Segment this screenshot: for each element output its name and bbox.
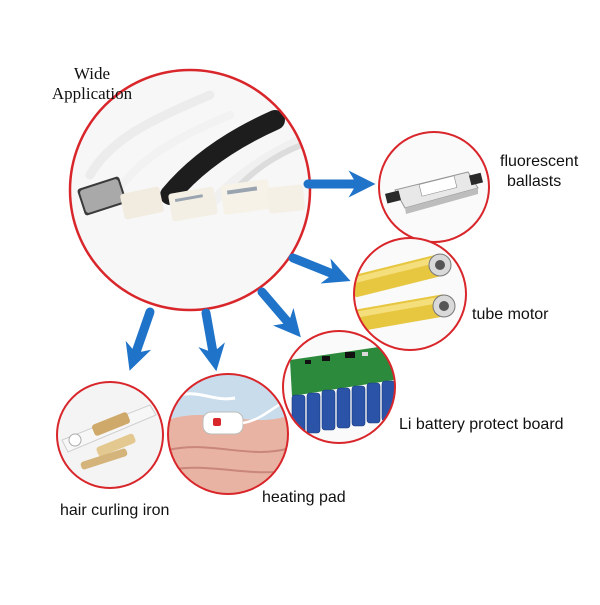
label-fluorescent-line-1: fluorescent [500,153,579,170]
arrow-to-motor [288,253,351,284]
tube-motor-circle [353,237,467,351]
title-line-1: Wide [73,64,111,83]
heating-pad-circle [167,373,289,495]
title-line-2: Application [51,84,133,103]
label-tube-motor: tube motor [472,306,549,323]
arrows [125,170,376,372]
label-hair-curling-iron: hair curling iron [60,502,170,519]
label-heating-pad: heating pad [262,489,346,506]
label-li-battery: Li battery protect board [399,416,564,433]
arrow-to-heating-pad [198,308,225,372]
battery-board-circle [282,330,396,444]
label-fluorescent-line-2: ballasts [507,173,562,190]
arrow-to-battery [257,287,301,338]
fluorescent-ballast-circle [378,131,490,243]
hair-curling-iron-circle [56,381,164,489]
main-product-circle [68,68,312,312]
arrow-to-hair-iron [125,307,155,371]
